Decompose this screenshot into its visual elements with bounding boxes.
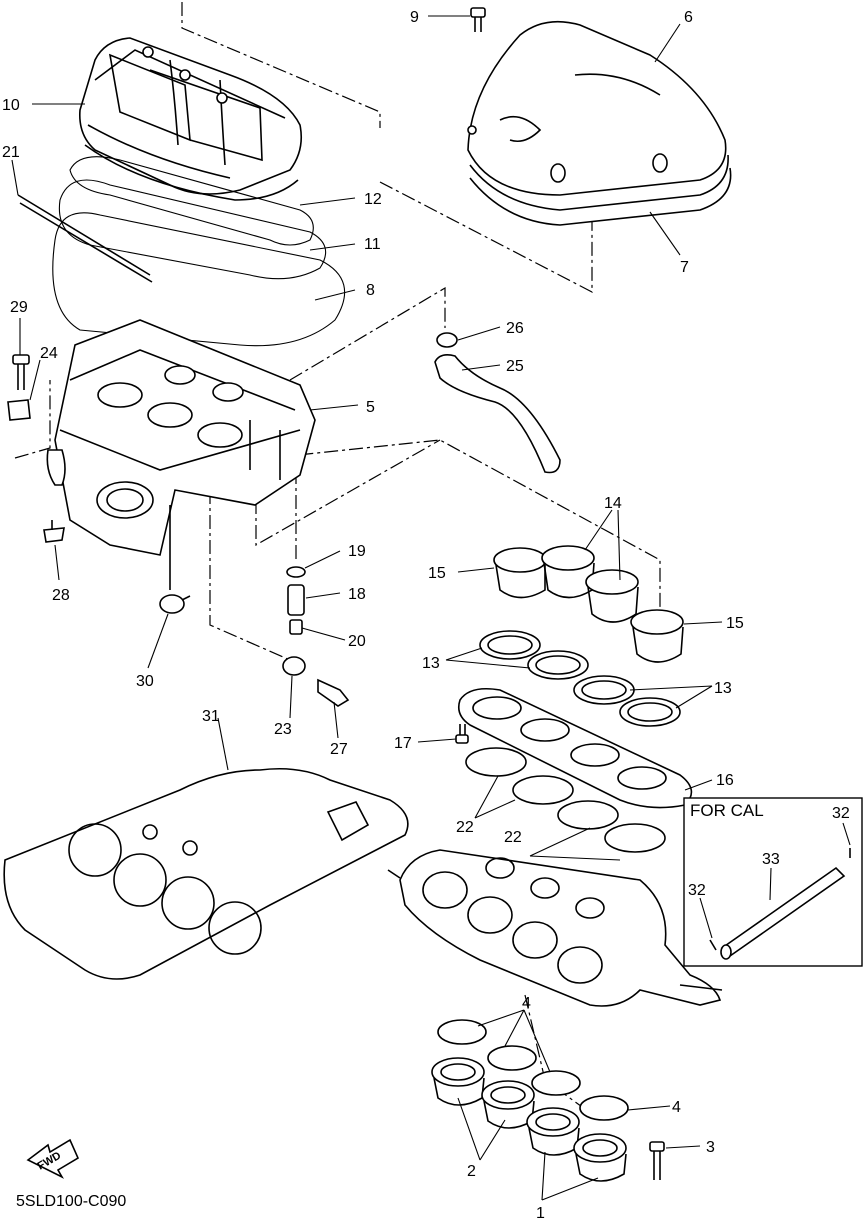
callout-4-second: 4 (672, 1099, 681, 1116)
callout-5: 5 (366, 399, 375, 416)
callout-22: 22 (456, 819, 474, 836)
callout-1: 1 (536, 1205, 545, 1220)
for-cal-inset-box (683, 797, 863, 967)
callout-12: 12 (364, 191, 382, 208)
bolt-3-drawing (649, 1141, 665, 1180)
collar-bolt-stack-drawing (286, 566, 306, 635)
reference-lines (14, 2, 661, 1121)
callout-15-second: 15 (726, 615, 744, 632)
callout-13-second: 13 (714, 680, 732, 697)
callout-6: 6 (684, 9, 693, 26)
hose-clamps-22-drawing (465, 747, 666, 853)
callout-19: 19 (348, 543, 366, 560)
air-filter-cover-drawing (78, 37, 303, 201)
callout-14: 14 (604, 495, 622, 512)
callout-3: 3 (706, 1139, 715, 1156)
callout-18: 18 (348, 586, 366, 603)
callout-13: 13 (422, 655, 440, 672)
callout-9: 9 (410, 9, 419, 26)
callout-8: 8 (366, 282, 375, 299)
seal-rings-drawing (52, 156, 346, 347)
callout-30: 30 (136, 673, 154, 690)
callout-29: 29 (10, 299, 28, 316)
callout-24: 24 (40, 345, 58, 362)
heat-shield-plate-drawing (3, 767, 409, 980)
callout-7: 7 (680, 259, 689, 276)
velocity-stacks-drawing (493, 545, 684, 663)
intake-duct-drawing (467, 20, 732, 226)
callout-26: 26 (506, 320, 524, 337)
callout-4: 4 (522, 995, 531, 1012)
leader-lines (11, 15, 851, 1201)
callout-32: 32 (832, 805, 850, 822)
callout-28: 28 (52, 587, 70, 604)
fastener-28-drawing (43, 520, 65, 543)
inset-label: FOR CAL (690, 801, 764, 820)
hose-clamp-30-drawing (159, 505, 191, 614)
callout-11: 11 (364, 236, 381, 253)
callout-33: 33 (762, 851, 780, 868)
bolt-17-drawing (455, 724, 469, 744)
fwd-arrow-icon: FWD (26, 1138, 80, 1179)
callout-labels: 1 2 3 4 4 5 6 7 8 9 10 11 12 13 13 14 15… (2, 9, 850, 1220)
air-filter-case-drawing (46, 319, 316, 556)
callout-15: 15 (428, 565, 446, 582)
callout-17: 17 (394, 735, 412, 752)
callout-10: 10 (2, 97, 20, 114)
callout-16: 16 (716, 772, 734, 789)
diagram-code: 5SLD100-C090 (16, 1193, 126, 1210)
callout-22-second: 22 (504, 829, 522, 846)
callout-2: 2 (467, 1163, 476, 1180)
callout-23: 23 (274, 721, 292, 738)
callout-25: 25 (506, 358, 524, 375)
throttle-rings-drawing (479, 630, 681, 727)
screw-9-drawing (470, 7, 486, 32)
callout-27: 27 (330, 741, 348, 758)
intake-joints-drawing (431, 1057, 627, 1182)
callout-32-second: 32 (688, 882, 706, 899)
callout-31: 31 (202, 708, 220, 725)
throttle-body-drawing (387, 849, 723, 1007)
breather-hose-drawing (434, 332, 561, 474)
grommet-sensor-drawing (282, 656, 350, 707)
rod-21-drawing (17, 194, 153, 283)
callout-20: 20 (348, 633, 366, 650)
callout-21: 21 (2, 144, 20, 161)
bolt-grommet-left-drawing (7, 354, 31, 421)
hose-clamps-4-drawing (437, 1019, 629, 1121)
